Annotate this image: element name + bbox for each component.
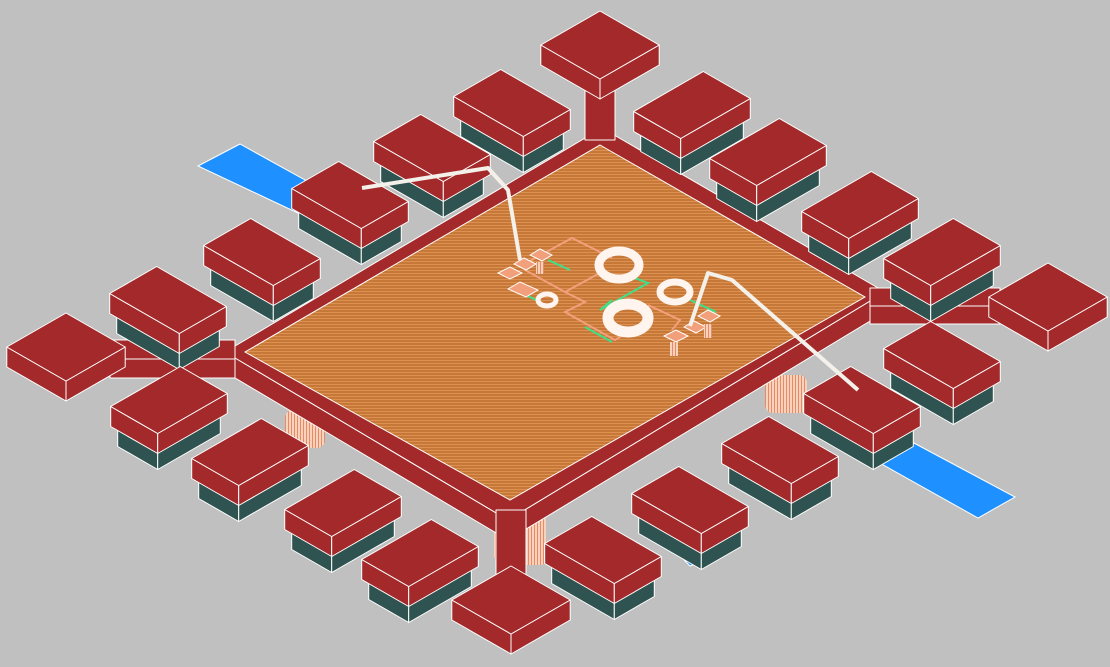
lead-pad [373,114,491,218]
trace [647,304,682,331]
lead-pad [721,416,839,520]
pad-top [291,161,409,229]
pad-top [191,418,309,486]
pad-top [284,469,402,537]
lead-pad [883,321,1001,425]
bond-wire [361,166,522,261]
lead-pad [451,565,571,655]
bond-pads [496,248,722,343]
trace-green [689,299,717,313]
lead-pad [110,366,228,470]
pillar-small [670,342,678,356]
lead-pad [284,469,402,573]
lead-pad [453,69,571,173]
pad-top [883,218,1001,286]
pad-top [988,262,1108,332]
pillar [765,375,807,413]
lead-pad [203,218,321,322]
ring-pad [594,246,644,284]
pad-top [803,366,921,434]
pad-top [6,312,126,382]
pad-top [109,266,227,334]
bond-pad [528,248,554,262]
pad-top [544,516,662,584]
bond-pad [496,266,524,280]
lead-pad [633,71,751,175]
bond-wire [688,271,860,392]
ring-pad [602,298,654,338]
lead-pad [291,161,409,265]
bond-pad [696,309,722,323]
pad-top [709,118,827,186]
lead-pad [709,118,827,222]
trace-green [599,277,651,311]
pillar-small [704,324,712,338]
pillar-small [536,262,544,274]
pad-top [110,366,228,434]
pad-top [721,416,839,484]
blue-strip-upper-left [196,143,306,215]
leads [6,262,1108,655]
bond-pad [662,329,690,343]
lead-pad [109,266,227,370]
bond-pad [506,281,540,298]
lead-pad [883,218,1001,322]
circuit [496,236,722,356]
trace-green [547,259,571,271]
pad-top [361,519,479,587]
lead-pad [631,466,749,570]
pad-top [373,114,491,182]
pad-top [203,218,321,286]
pad-top [451,565,571,635]
lead-pad [988,262,1108,352]
trace-green [584,326,613,343]
lead-pad [191,418,309,522]
pad-top [631,466,749,534]
lead-pad [6,312,126,402]
ring-pad [656,278,694,306]
pad-top [453,69,571,137]
pad-top [883,321,1001,389]
pad-top [540,10,660,80]
lead-pad [801,171,919,275]
lead-pad [803,366,921,470]
lead-pad [361,519,479,623]
pad-top [801,171,919,239]
lead-pad [540,10,660,100]
die-surface [243,144,867,501]
pad-top [633,71,751,139]
lead-pad [544,516,662,620]
ring-pad [535,291,559,309]
